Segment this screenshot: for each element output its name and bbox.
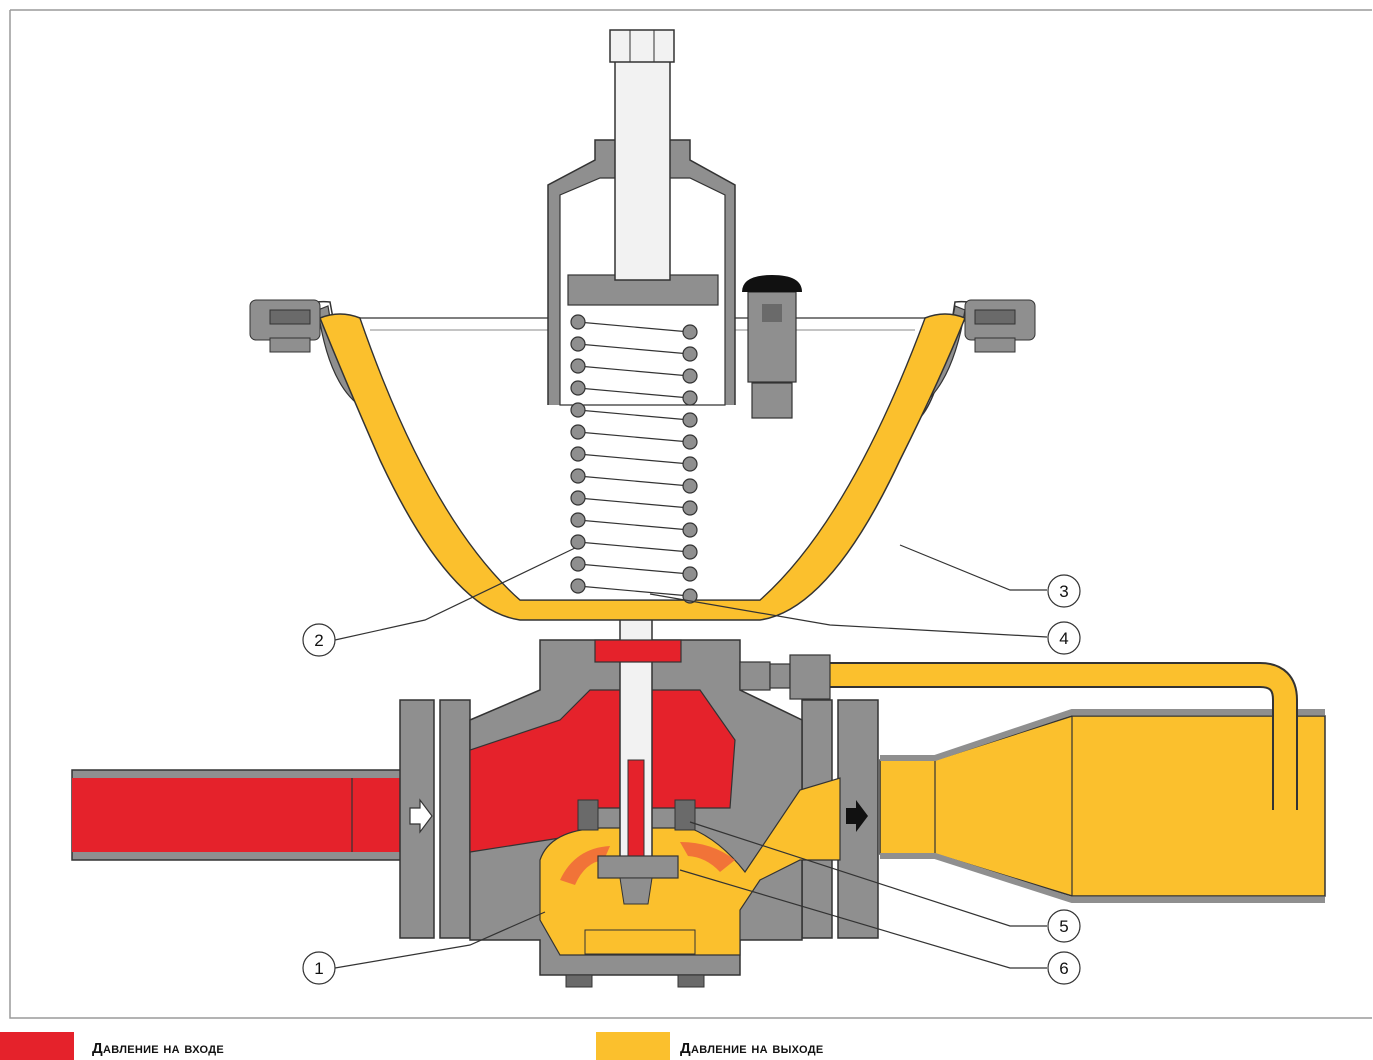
- adjusting-screw: [609, 29, 675, 281]
- valve-body: [469, 639, 841, 988]
- spring-coil-section: [570, 424, 586, 440]
- spring-coil-section: [682, 522, 698, 538]
- flow-swirl-right: [680, 842, 735, 872]
- legend-swatch-outlet: [596, 1032, 670, 1060]
- spring-coil-section: [570, 468, 586, 484]
- spring-coil-section: [570, 490, 586, 506]
- spring-coil: [577, 365, 691, 377]
- legend-label-outlet: Давление на выходе: [680, 1040, 824, 1057]
- spring-coil-section: [570, 446, 586, 462]
- spring-coil: [577, 563, 691, 575]
- breather-vent: [742, 275, 802, 419]
- spring-coil-section: [570, 358, 586, 374]
- callout-circle: [302, 951, 336, 985]
- regulator-cross-section-diagram: 1 2 3 4 5 6: [9, 9, 1372, 1019]
- spring-coil: [577, 519, 691, 531]
- inlet-flange: [399, 699, 471, 939]
- spring-coil-section: [682, 478, 698, 494]
- spring-coil: [577, 585, 691, 597]
- spring-coil-section: [682, 456, 698, 472]
- spring-coil: [577, 541, 691, 553]
- spring-coil: [577, 343, 691, 355]
- spring-coil-section: [682, 544, 698, 560]
- spring-coil-section: [570, 512, 586, 528]
- spring-coil: [577, 431, 691, 443]
- spring-coil-section: [682, 368, 698, 384]
- callout-lines: [334, 544, 1048, 969]
- spring-coil-section: [570, 534, 586, 550]
- callout-circle: [1047, 574, 1081, 608]
- spring-coil-section: [682, 434, 698, 450]
- inlet-flow-arrow: [409, 798, 433, 834]
- spring-coil-section: [682, 346, 698, 362]
- spring-coil-section: [682, 566, 698, 582]
- callout-circle: [1047, 909, 1081, 943]
- callout-number: 3: [1059, 582, 1068, 601]
- legend-swatch-inlet: [0, 1032, 74, 1060]
- spring-coil: [577, 409, 691, 421]
- spring-coil-section: [682, 588, 698, 604]
- inlet-pipe: [71, 769, 403, 861]
- spring-coil: [577, 453, 691, 465]
- spring-coil-section: [570, 556, 586, 572]
- spring-coil-section: [570, 336, 586, 352]
- spring-coil-section: [682, 412, 698, 428]
- sensing-fitting: [739, 654, 831, 700]
- spring-coil-section: [682, 500, 698, 516]
- adjustment-spring: [570, 314, 698, 604]
- callout-number: 5: [1059, 917, 1068, 936]
- diagram-frame: [9, 9, 1372, 1019]
- callout-number: 2: [314, 631, 323, 650]
- outlet-flow-arrow: [846, 800, 868, 832]
- callout-circle: [1047, 951, 1081, 985]
- callout-circle: [1047, 621, 1081, 655]
- spring-coil: [577, 475, 691, 487]
- callout-number: 6: [1059, 959, 1068, 978]
- outlet-pipe: [879, 709, 1326, 903]
- spring-coil-section: [682, 324, 698, 340]
- spring-coil: [577, 387, 691, 399]
- callout-number: 1: [314, 959, 323, 978]
- spring-coil-section: [570, 578, 586, 594]
- spring-coil-section: [570, 314, 586, 330]
- spring-coil-section: [570, 380, 586, 396]
- sensing-line: [800, 662, 1298, 810]
- spring-coil-section: [570, 402, 586, 418]
- spring-coil: [577, 321, 691, 333]
- callout-markers: 1 2 3 4 5 6: [302, 574, 1081, 985]
- callout-circle: [302, 623, 336, 657]
- spring-coil-section: [682, 390, 698, 406]
- callout-number: 4: [1059, 629, 1068, 648]
- spring-coil: [577, 497, 691, 509]
- legend-label-inlet: Давление на входе: [92, 1040, 225, 1057]
